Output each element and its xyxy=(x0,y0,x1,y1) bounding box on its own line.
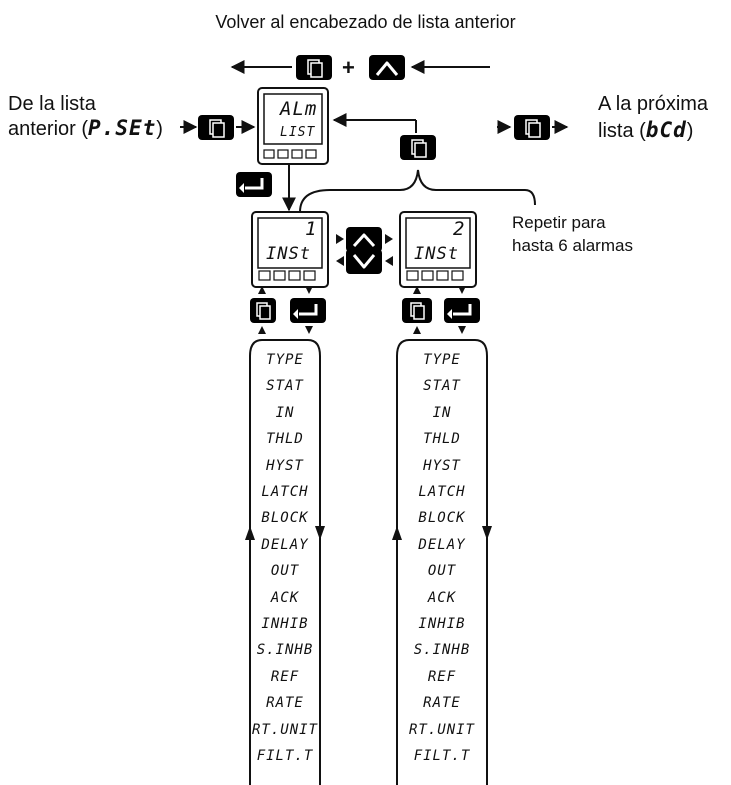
i1-scroll-key xyxy=(290,298,326,323)
i1-page-up-tri2 xyxy=(258,326,266,334)
param-item: LATCH xyxy=(418,484,466,500)
param-item: HYST xyxy=(423,457,461,474)
param-item: S.INHB xyxy=(256,642,314,659)
param-item: RATE xyxy=(266,695,304,712)
entry-page-key xyxy=(198,115,234,140)
list-display-top: ALm xyxy=(280,98,318,120)
header-up-key xyxy=(369,55,405,80)
instance-1-number: 1 xyxy=(305,218,318,240)
descend-scroll-key xyxy=(236,172,272,197)
param-item: RATE xyxy=(423,695,461,712)
param-item: RT.UNIT xyxy=(251,721,318,738)
param-item: HYST xyxy=(266,457,304,474)
list-display-bottom: LIST xyxy=(280,125,316,140)
i1-page-up-tri xyxy=(258,286,266,294)
instance-1-label: INSt xyxy=(266,244,311,264)
param-item: DELAY xyxy=(261,536,309,553)
param-item: THLD xyxy=(266,431,304,448)
loop2-down-arrowhead xyxy=(482,526,492,540)
loop2-up-arrowhead xyxy=(392,526,402,540)
param-item: STAT xyxy=(266,378,304,395)
i2-scroll-down-tri xyxy=(458,286,466,294)
instance-2-number: 2 xyxy=(453,218,466,240)
i2-scroll-key xyxy=(444,298,480,323)
param-item: BLOCK xyxy=(418,510,466,527)
up-out-arrowhead xyxy=(385,234,393,244)
param-item: RT.UNIT xyxy=(408,721,475,738)
param-item: S.INHB xyxy=(413,642,471,659)
param-item: BLOCK xyxy=(261,510,309,527)
instance-2-label: INSt xyxy=(414,244,459,264)
param-item: OUT xyxy=(270,563,300,580)
param-item: STAT xyxy=(423,378,461,395)
back-header-label: Volver al encabezado de lista anterior xyxy=(215,12,516,32)
plus-sign: + xyxy=(342,55,355,80)
param-loop-1 xyxy=(249,339,321,785)
loop1-down-arrowhead xyxy=(315,526,325,540)
loop-page-key xyxy=(400,135,436,160)
param-item: TYPE xyxy=(266,352,304,368)
loop1-up-arrowhead xyxy=(245,526,255,540)
instance-display-1 xyxy=(251,211,329,288)
param-item: IN xyxy=(275,404,295,421)
repeat-brace xyxy=(299,169,536,213)
param-item: TYPE xyxy=(423,352,461,368)
param-item: ACK xyxy=(270,589,300,606)
right-label-line2: lista (bCd) xyxy=(598,118,694,142)
param-item: REF xyxy=(270,668,300,685)
header-page-key xyxy=(296,55,332,80)
param-item: IN xyxy=(432,404,452,421)
list-display xyxy=(257,87,329,165)
down-in-arrowhead xyxy=(385,256,393,266)
left-label-line2: anterior (P.SEt) xyxy=(8,116,163,140)
instance-display-2 xyxy=(399,211,477,288)
param-item: REF xyxy=(427,668,457,685)
i2-page-up-tri xyxy=(413,286,421,294)
i1-page-key xyxy=(250,298,276,323)
left-label-line1: De la lista xyxy=(8,93,96,115)
middle-down-key xyxy=(346,249,382,274)
param-item: INHIB xyxy=(418,616,466,632)
param-item: INHIB xyxy=(261,616,309,632)
up-in-arrowhead xyxy=(336,234,344,244)
down-out-arrowhead xyxy=(336,256,344,266)
param-item: LATCH xyxy=(261,484,309,500)
i2-page-key xyxy=(402,298,432,323)
right-label-line1: A la próxima xyxy=(598,93,709,115)
param-item: FILT.T xyxy=(413,748,471,764)
i1-scroll-down-tri2 xyxy=(305,326,313,334)
repeat-note-line2: hasta 6 alarmas xyxy=(512,236,633,255)
exit-page-key xyxy=(514,115,550,140)
i2-scroll-down-tri2 xyxy=(458,326,466,334)
param-loop-2 xyxy=(396,339,488,785)
repeat-note-line1: Repetir para xyxy=(512,213,606,232)
i2-page-up-tri2 xyxy=(413,326,421,334)
param-item: DELAY xyxy=(418,536,466,553)
i1-scroll-down-tri xyxy=(305,286,313,294)
param-item: THLD xyxy=(423,431,461,448)
middle-up-key xyxy=(346,227,382,252)
param-item: ACK xyxy=(427,589,457,606)
param-item: FILT.T xyxy=(256,748,314,764)
param-item: OUT xyxy=(427,563,457,580)
